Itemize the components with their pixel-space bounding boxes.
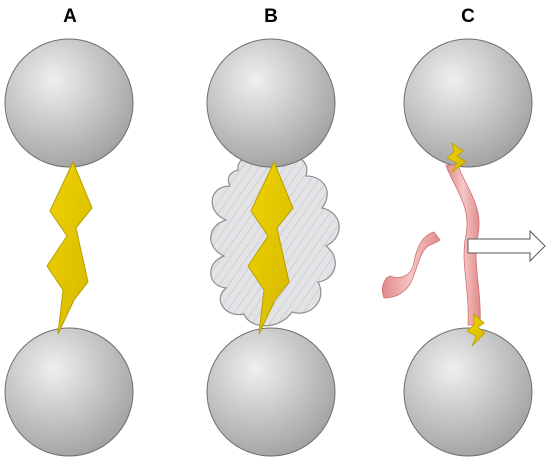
top-sphere xyxy=(206,38,336,168)
panel-label-a: A xyxy=(63,6,77,27)
fiber-fragment xyxy=(382,231,441,299)
panel-b xyxy=(206,38,340,457)
panel-label-c: C xyxy=(461,6,475,27)
top-sphere xyxy=(403,38,533,168)
bottom-sphere xyxy=(206,327,336,457)
panel-a xyxy=(4,38,134,457)
small-bolt-top-icon xyxy=(446,142,467,173)
top-sphere xyxy=(4,38,134,168)
bottom-sphere xyxy=(403,327,533,457)
small-bolt-bottom-icon xyxy=(466,313,486,347)
panel-label-b: B xyxy=(264,6,278,27)
lightning-bolt-icon xyxy=(46,160,93,335)
panel-c xyxy=(382,38,546,457)
pull-arrow-icon xyxy=(467,229,546,263)
lightning-bolt-icon xyxy=(247,160,294,335)
bottom-sphere xyxy=(4,327,134,457)
